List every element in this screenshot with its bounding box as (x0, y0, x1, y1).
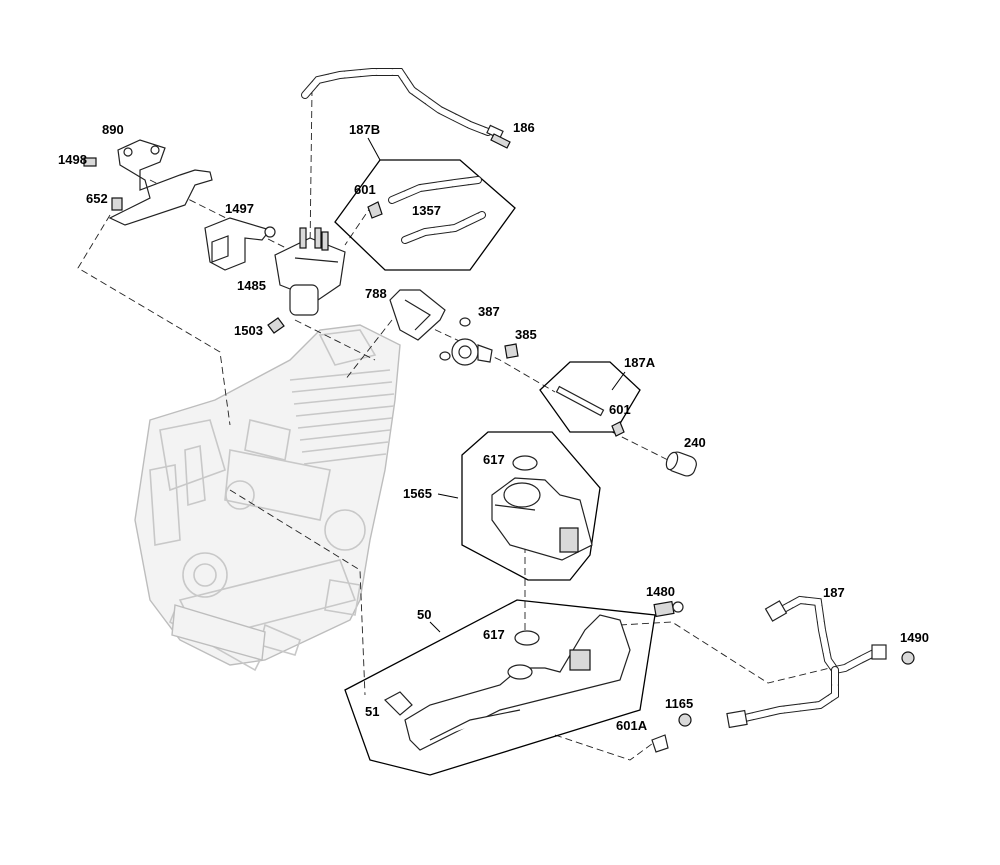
callout-617-top[interactable]: 617 (483, 452, 505, 467)
bracket-890 (83, 139, 213, 226)
callout-1497[interactable]: 1497 (225, 201, 254, 216)
vent-hose (301, 68, 504, 140)
callout-890[interactable]: 890 (102, 122, 124, 137)
callout-1480[interactable]: 1480 (646, 584, 675, 599)
callout-187B[interactable]: 187B (349, 122, 380, 137)
callout-1565[interactable]: 1565 (403, 486, 432, 501)
callout-1490[interactable]: 1490 (900, 630, 929, 645)
callout-601A[interactable]: 601A (616, 718, 648, 733)
kit-50 (344, 599, 656, 776)
kit-187A (539, 361, 641, 437)
bolt-385 (504, 343, 519, 359)
callout-1503[interactable]: 1503 (234, 323, 263, 338)
kit-187B (334, 137, 516, 271)
valve-387 (439, 317, 493, 366)
fitting-186 (490, 133, 511, 149)
screw-1503 (267, 317, 285, 334)
kit-1565 (437, 431, 601, 581)
hose-187 (726, 595, 887, 729)
callout-1357[interactable]: 1357 (412, 203, 441, 218)
filter-240 (665, 451, 697, 477)
callout-652[interactable]: 652 (86, 191, 108, 206)
engine-block (134, 324, 401, 672)
callout-617-bot[interactable]: 617 (483, 627, 505, 642)
callout-1498[interactable]: 1498 (58, 152, 87, 167)
callout-387[interactable]: 387 (478, 304, 500, 319)
callout-240[interactable]: 240 (684, 435, 706, 450)
callout-187[interactable]: 187 (823, 585, 845, 600)
fitting-1480 (653, 600, 684, 618)
callout-186[interactable]: 186 (513, 120, 535, 135)
cap-1490 (901, 651, 915, 665)
callout-1485[interactable]: 1485 (237, 278, 266, 293)
callout-51[interactable]: 51 (365, 704, 379, 719)
cap-1165 (678, 713, 692, 727)
callout-788[interactable]: 788 (365, 286, 387, 301)
valve-1485 (274, 227, 346, 316)
callout-50[interactable]: 50 (417, 607, 431, 622)
bracket-1497 (204, 217, 276, 271)
callout-187A[interactable]: 187A (624, 355, 656, 370)
gasket-788 (389, 289, 446, 341)
callout-601-mid[interactable]: 601 (609, 402, 631, 417)
callout-1165[interactable]: 1165 (665, 696, 693, 711)
clip-601A (651, 734, 669, 753)
callout-385[interactable]: 385 (515, 327, 537, 342)
callout-601-top[interactable]: 601 (354, 182, 376, 197)
